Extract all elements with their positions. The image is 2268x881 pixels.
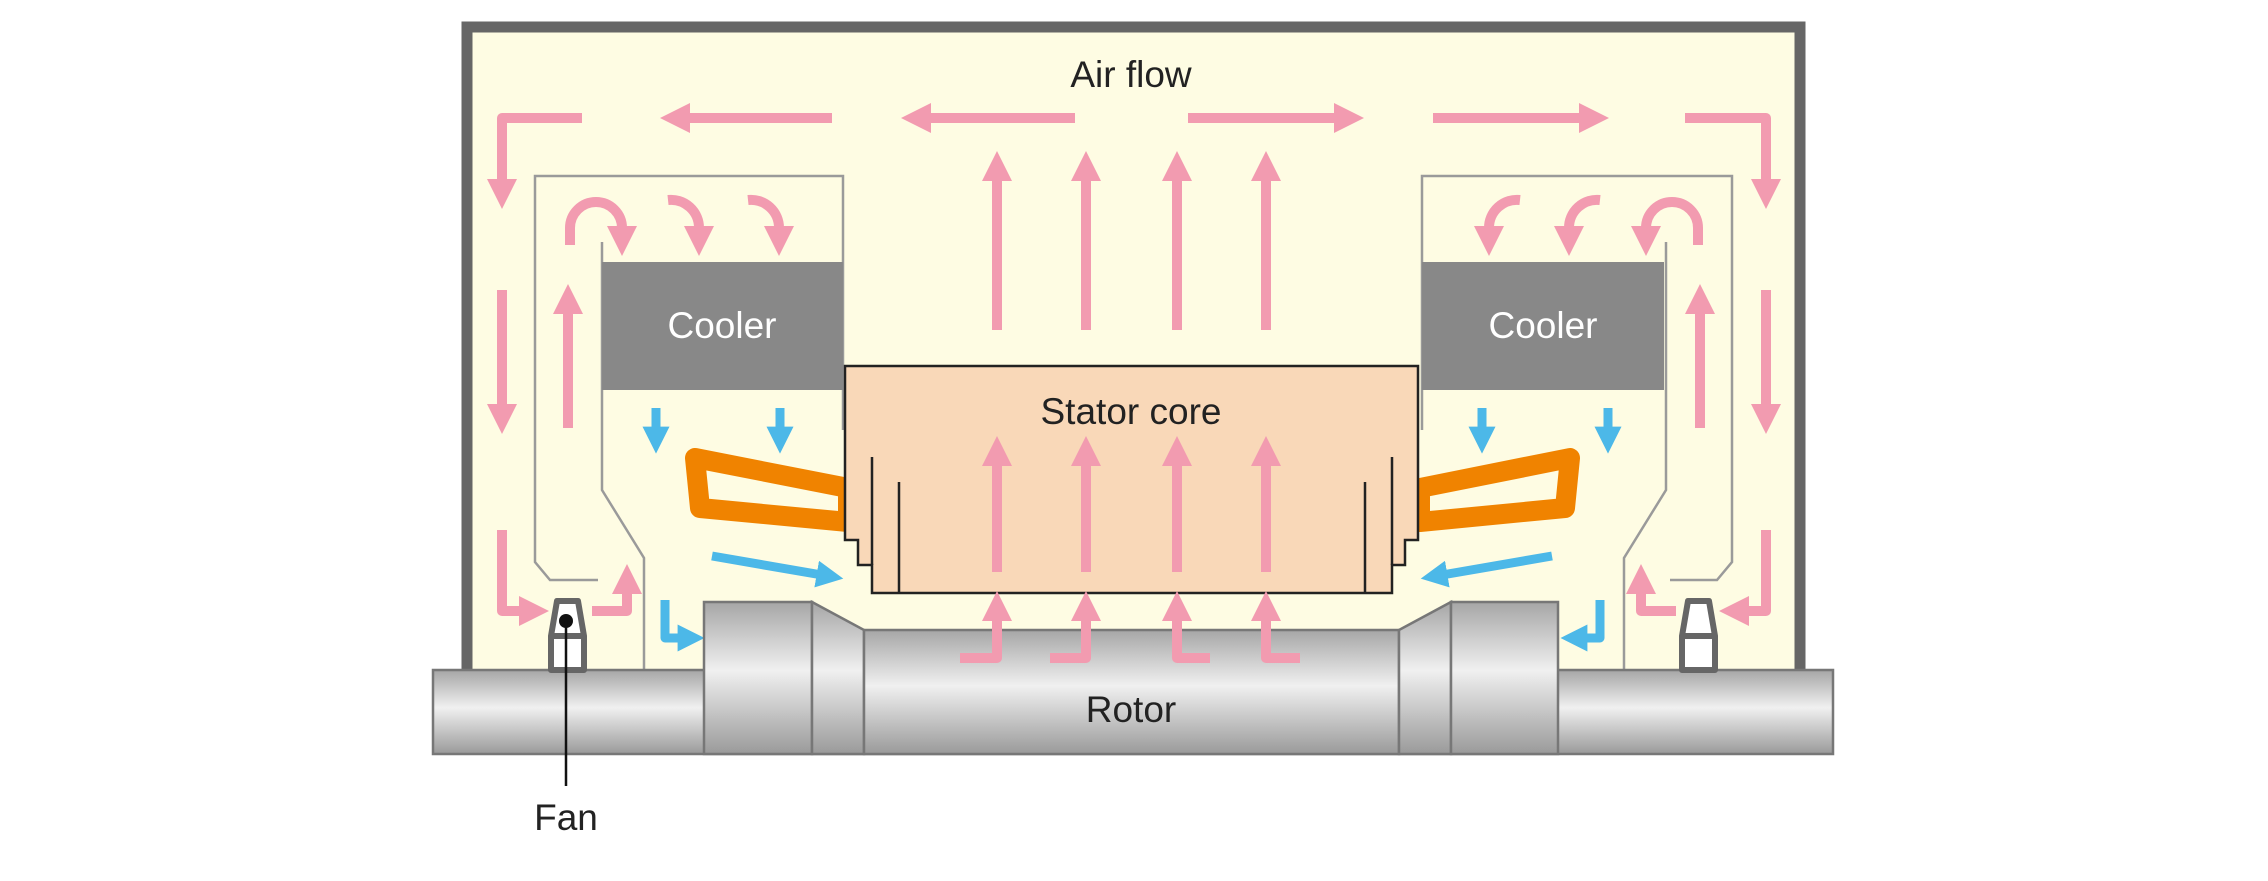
rotor-to-stator-flows (960, 591, 1300, 663)
cooler-left-label: Cooler (668, 305, 777, 346)
cooler-right (1422, 262, 1664, 390)
top-air-flow (487, 103, 1781, 209)
cool-air-flows (642, 408, 1622, 652)
cooler-right-label: Cooler (1489, 305, 1598, 346)
upward-flow-above-stator (982, 151, 1281, 330)
fan-label: Fan (534, 797, 598, 838)
rotor-shaft (431, 599, 1835, 756)
side-air-flows (487, 284, 1781, 626)
fan-right (1679, 598, 1718, 673)
curved-air-flows (565, 194, 1703, 256)
stator-core (843, 364, 1420, 595)
rotor-label: Rotor (1086, 689, 1176, 730)
upward-flow-in-stator (982, 436, 1281, 572)
stator-core-label: Stator core (1041, 391, 1222, 432)
air-flow-label: Air flow (1070, 54, 1192, 95)
cooler-left (602, 262, 843, 390)
fan-left (548, 598, 587, 673)
